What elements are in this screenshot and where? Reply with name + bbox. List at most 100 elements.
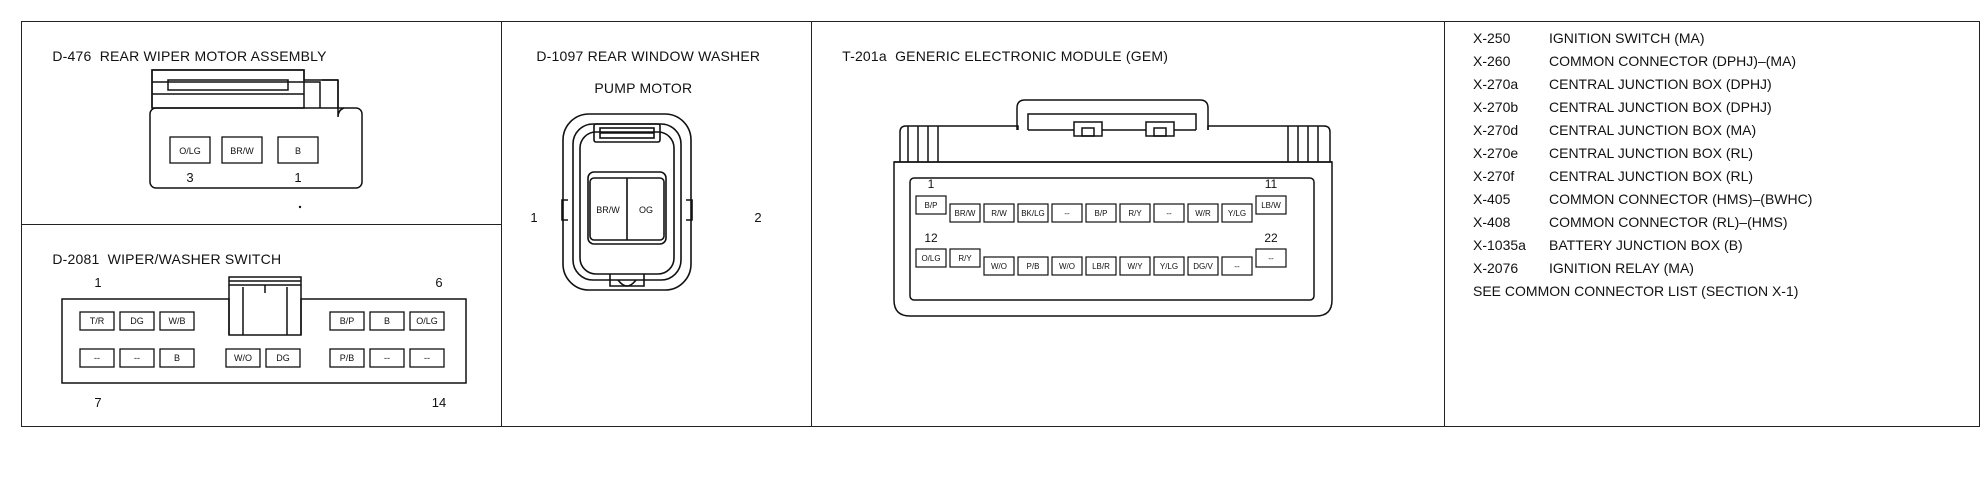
connector-desc: IGNITION RELAY (MA)	[1549, 260, 1694, 276]
d476-code: D-476	[52, 48, 92, 64]
t201a-num-11: 11	[1265, 177, 1278, 191]
d476-pin-2-label: BR/W	[230, 146, 254, 156]
d1097-title: D-1097 REAR WINDOW WASHER PUMP MOTOR	[520, 32, 760, 112]
d2081-pin-14: --	[424, 353, 430, 363]
connector-desc: IGNITION SWITCH (MA)	[1549, 30, 1705, 46]
connector-code: X-270a	[1473, 76, 1519, 92]
connector-row: X-2076 IGNITION RELAY (MA)	[1473, 260, 1694, 276]
d476-pin-1-label: B	[295, 146, 301, 156]
connector-code: X-260	[1473, 53, 1511, 69]
d2081-pin-7: --	[94, 353, 100, 363]
t201a-pin-19: Y/LG	[1160, 262, 1178, 271]
connector-row: X-270b CENTRAL JUNCTION BOX (DPHJ)	[1473, 99, 1772, 115]
d2081-pin-12: P/B	[340, 353, 355, 363]
connector-code: X-2076	[1473, 260, 1519, 276]
t201a-code: T-201a	[842, 48, 887, 64]
d476-connector-diagram: O/LG BR/W B 3 1	[149, 69, 363, 209]
connector-row: X-270d CENTRAL JUNCTION BOX (MA)	[1473, 122, 1756, 138]
d1097-num-2: 2	[754, 210, 761, 225]
t201a-pin-12: O/LG	[921, 254, 940, 263]
t201a-pin-22: --	[1268, 254, 1274, 263]
see-common-connector-note: SEE COMMON CONNECTOR LIST (SECTION X-1)	[1473, 283, 1799, 299]
connector-code: X-405	[1473, 191, 1511, 207]
t201a-pin-3: R/W	[991, 209, 1007, 218]
connector-desc: COMMON CONNECTOR (HMS)–(BWHC)	[1549, 191, 1813, 207]
connector-code: X-270d	[1473, 122, 1519, 138]
connector-desc: CENTRAL JUNCTION BOX (DPHJ)	[1549, 76, 1772, 92]
d2081-num-14: 14	[432, 395, 446, 410]
d1097-outer-housing	[562, 113, 692, 291]
d1097-name-line2: PUMP MOTOR	[594, 80, 693, 96]
d2081-pin-9: B	[174, 353, 180, 363]
connector-row: X-270a CENTRAL JUNCTION BOX (DPHJ)	[1473, 76, 1772, 92]
t201a-pin-15: P/B	[1027, 262, 1040, 271]
d2081-pin-3: W/B	[169, 316, 186, 326]
t201a-pin-13: R/Y	[958, 254, 972, 263]
connector-row: X-250 IGNITION SWITCH (MA)	[1473, 30, 1705, 46]
d2081-pin-1: T/R	[90, 316, 105, 326]
d476-pin-1	[277, 136, 319, 164]
connector-row: X-270f CENTRAL JUNCTION BOX (RL)	[1473, 168, 1753, 184]
t201a-pin-9: W/R	[1195, 209, 1211, 218]
t201a-pin-6: B/P	[1095, 209, 1108, 218]
d2081-connector-diagram: 1 6	[61, 275, 467, 410]
d2081-title: D-2081 WIPER/WASHER SWITCH	[36, 235, 281, 283]
d2081-pin-11: DG	[276, 353, 290, 363]
d2081-num-7: 7	[94, 395, 101, 410]
connector-desc: CENTRAL JUNCTION BOX (MA)	[1549, 122, 1757, 138]
d476-pin-3-label: O/LG	[179, 146, 201, 156]
d476-title: D-476 REAR WIPER MOTOR ASSEMBLY	[36, 32, 327, 80]
d2081-pin-10: W/O	[234, 353, 252, 363]
connector-desc: COMMON CONNECTOR (RL)–(HMS)	[1549, 214, 1788, 230]
connector-desc: CENTRAL JUNCTION BOX (RL)	[1549, 168, 1754, 184]
t201a-pin-17: LB/R	[1092, 262, 1110, 271]
d476-name: REAR WIPER MOTOR ASSEMBLY	[99, 48, 327, 64]
connector-code: X-408	[1473, 214, 1511, 230]
t201a-name: GENERIC ELECTRONIC MODULE (GEM)	[895, 48, 1169, 64]
d2081-name: WIPER/WASHER SWITCH	[107, 251, 282, 267]
t201a-pin-5: --	[1064, 209, 1070, 218]
t201a-pin-7: R/Y	[1128, 209, 1142, 218]
connector-code: X-270b	[1473, 99, 1519, 115]
t201a-connector-diagram: 1 11 12 22 B/P BR/W R/W BK/LG -- B/P R/Y…	[893, 99, 1333, 317]
connector-code: X-1035a	[1473, 237, 1526, 253]
d476-pin-2	[221, 136, 263, 164]
d2081-num-1: 1	[94, 275, 101, 290]
t201a-pin-1: B/P	[925, 201, 938, 210]
t201a-num-22: 22	[1264, 231, 1278, 245]
connector-desc: CENTRAL JUNCTION BOX (RL)	[1549, 145, 1754, 161]
d2081-pin-8: --	[134, 353, 140, 363]
d2081-code: D-2081	[52, 251, 100, 267]
t201a-pin-10: Y/LG	[1228, 209, 1246, 218]
d2081-pin-4: B/P	[340, 316, 355, 326]
t201a-pin-4: BK/LG	[1021, 209, 1045, 218]
d476-num-3: 3	[186, 170, 193, 185]
d1097-connector-diagram: BR/W OG 1 2	[530, 113, 762, 291]
d2081-num-6: 6	[435, 275, 442, 290]
d2081-pin-5: B	[384, 316, 390, 326]
d476-num-1: 1	[294, 170, 301, 185]
t201a-pin-18: W/Y	[1127, 262, 1143, 271]
connector-row: X-405 COMMON CONNECTOR (HMS)–(BWHC)	[1473, 191, 1812, 207]
d2081-pin-13: --	[384, 353, 390, 363]
t201a-num-1: 1	[928, 177, 935, 191]
connector-code: X-250	[1473, 30, 1511, 46]
connector-code: X-270f	[1473, 168, 1515, 184]
d1097-code: D-1097	[536, 48, 584, 64]
d1097-name-line1: REAR WINDOW WASHER	[587, 48, 761, 64]
t201a-pin-2: BR/W	[955, 209, 976, 218]
d2081-pin-2: DG	[130, 316, 144, 326]
d1097-num-1: 1	[530, 210, 537, 225]
d476-connector-face	[149, 107, 363, 189]
connector-code: X-270e	[1473, 145, 1519, 161]
panel-d476: D-476 REAR WIPER MOTOR ASSEMBLY O/LG BR/…	[21, 21, 502, 225]
d476-housing-top	[151, 69, 305, 109]
t201a-num-12: 12	[924, 231, 938, 245]
connector-row: X-270e CENTRAL JUNCTION BOX (RL)	[1473, 145, 1753, 161]
d476-pin-3	[169, 136, 211, 164]
connector-desc: CENTRAL JUNCTION BOX (DPHJ)	[1549, 99, 1772, 115]
t201a-pin-11: LB/W	[1261, 201, 1281, 210]
